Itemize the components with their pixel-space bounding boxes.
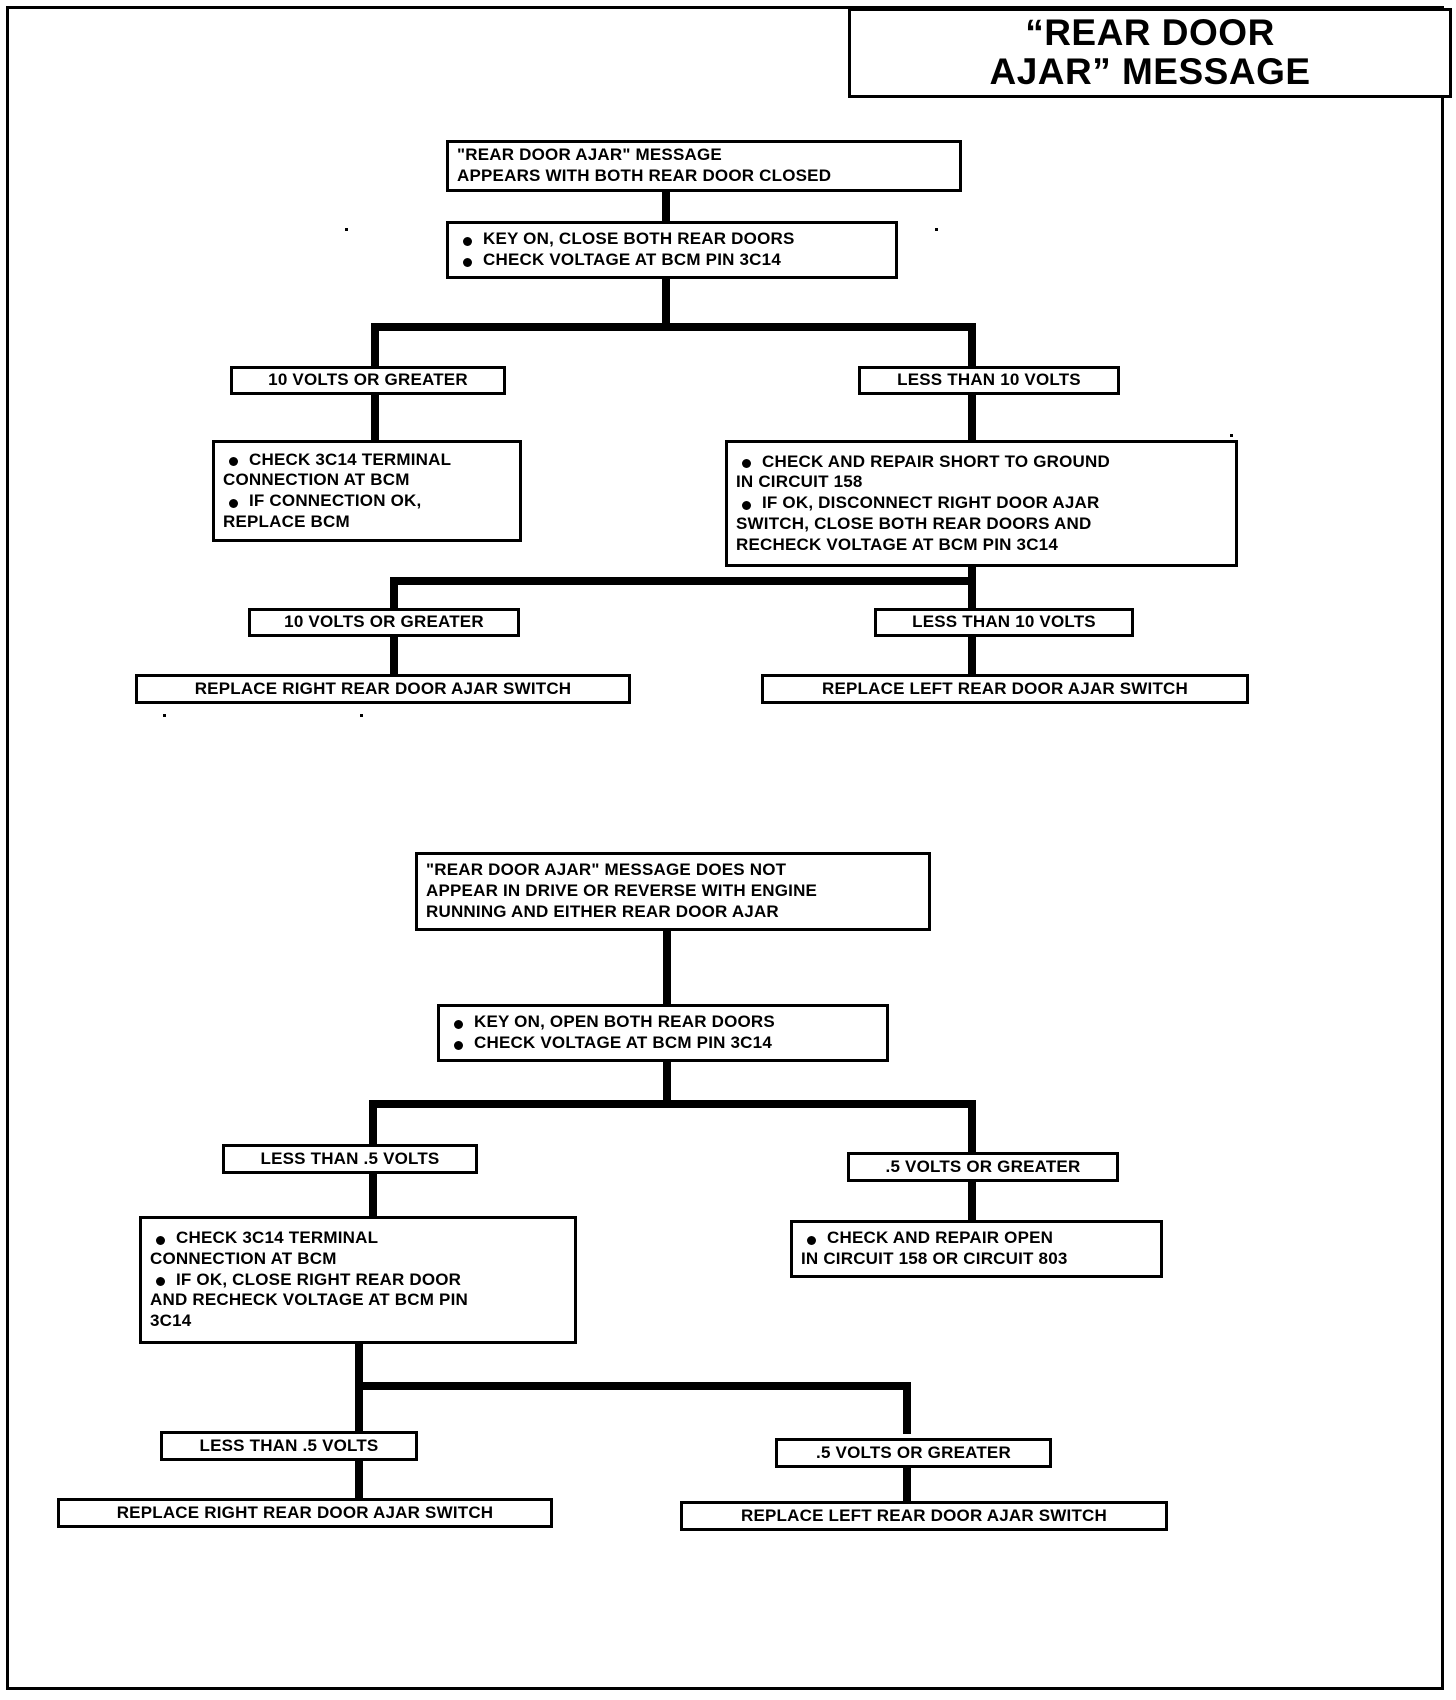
flow1-action-right-bullet2-cont1: SWITCH, CLOSE BOTH REAR DOORS AND	[736, 513, 1092, 533]
flow2-result-right-box: REPLACE LEFT REAR DOOR AJAR SWITCH	[680, 1501, 1168, 1531]
flow1-connector-split2-right-down	[968, 577, 976, 609]
flow2-action-left-bullet2-cont1: AND RECHECK VOLTAGE AT BCM PIN	[150, 1290, 468, 1310]
flow2-connector-result-left-down	[355, 1461, 363, 1499]
flow1-action-left-box: CHECK 3C14 TERMINAL CONNECTION AT BCM IF…	[212, 440, 522, 542]
flow1-connector-split-right-down	[968, 323, 976, 367]
flow1-connector-symptom-test	[662, 192, 670, 221]
flow1-action-right-bullet1: CHECK AND REPAIR SHORT TO GROUND	[736, 452, 1227, 473]
flow2-branch2-right-label: .5 VOLTS OR GREATER	[775, 1438, 1052, 1468]
flow1-connector-result-left-down	[390, 637, 398, 675]
flow1-connector-split2-left-down	[390, 577, 398, 609]
flow1-branch2-right-label: LESS THAN 10 VOLTS	[874, 608, 1134, 637]
flow1-branch2-left-text: 10 VOLTS OR GREATER	[284, 612, 484, 632]
scan-speck-3	[163, 714, 166, 717]
flow1-test-box: KEY ON, CLOSE BOTH REAR DOORS CHECK VOLT…	[446, 221, 898, 279]
flow2-result-left-box: REPLACE RIGHT REAR DOOR AJAR SWITCH	[57, 1498, 553, 1528]
flow1-branch2-left-label: 10 VOLTS OR GREATER	[248, 608, 520, 637]
flow2-action-right-bullet1-cont: IN CIRCUIT 158 OR CIRCUIT 803	[801, 1249, 1068, 1268]
flow2-connector-split-horizontal	[369, 1100, 976, 1108]
flow1-symptom-line1: "REAR DOOR AJAR" MESSAGE	[457, 145, 722, 165]
flow1-action-right-bullet2: IF OK, DISCONNECT RIGHT DOOR AJAR	[736, 493, 1227, 514]
flow1-connector-split2-horizontal	[390, 577, 976, 585]
flow1-symptom-box: "REAR DOOR AJAR" MESSAGE APPEARS WITH BO…	[446, 140, 962, 192]
scan-speck-2	[935, 228, 938, 231]
flow2-symptom-line3: RUNNING AND EITHER REAR DOOR AJAR	[426, 901, 779, 921]
flow1-branch-left-label: 10 VOLTS OR GREATER	[230, 366, 506, 395]
flow2-branch-right-text: .5 VOLTS OR GREATER	[885, 1156, 1081, 1176]
flow2-connector-symptom-test	[663, 931, 671, 1006]
flow1-action-right-box: CHECK AND REPAIR SHORT TO GROUND IN CIRC…	[725, 440, 1238, 567]
flow1-connector-split-left-down	[371, 323, 379, 367]
flow2-connector-result-right-down	[903, 1468, 911, 1502]
flow2-result-right-text: REPLACE LEFT REAR DOOR AJAR SWITCH	[740, 1505, 1107, 1525]
flow2-connector-split2-horizontal	[355, 1382, 911, 1390]
flow2-symptom-line1: "REAR DOOR AJAR" MESSAGE DOES NOT	[426, 860, 787, 880]
flow1-branch-right-label: LESS THAN 10 VOLTS	[858, 366, 1120, 395]
flow1-connector-split-horizontal	[371, 323, 976, 331]
flow2-connector-test-down	[663, 1062, 671, 1104]
flow2-connector-left-label-down	[369, 1174, 377, 1218]
flow2-action-right-bullet1: CHECK AND REPAIR OPEN	[801, 1228, 1152, 1249]
page-title: “REAR DOOR AJAR” MESSAGE	[848, 8, 1452, 98]
flow1-result-left-box: REPLACE RIGHT REAR DOOR AJAR SWITCH	[135, 674, 631, 704]
flow1-result-right-box: REPLACE LEFT REAR DOOR AJAR SWITCH	[761, 674, 1249, 704]
flow1-symptom-line2: APPEARS WITH BOTH REAR DOOR CLOSED	[457, 166, 832, 185]
flow1-action-left-bullet1: CHECK 3C14 TERMINAL	[223, 450, 511, 471]
scan-speck-1	[345, 228, 348, 231]
flow2-action-right-box: CHECK AND REPAIR OPEN IN CIRCUIT 158 OR …	[790, 1220, 1163, 1278]
flow1-branch-left-text: 10 VOLTS OR GREATER	[268, 370, 468, 390]
scan-speck-5	[1230, 434, 1233, 437]
flow2-branch2-right-text: .5 VOLTS OR GREATER	[816, 1442, 1011, 1462]
flow1-action-left-bullet2-cont: REPLACE BCM	[223, 511, 350, 531]
flow2-connector-split-left-down	[369, 1100, 377, 1145]
flow1-branch-right-text: LESS THAN 10 VOLTS	[897, 370, 1081, 390]
flow2-action-left-box: CHECK 3C14 TERMINAL CONNECTION AT BCM IF…	[139, 1216, 577, 1344]
flow1-action-left-bullet2: IF CONNECTION OK,	[223, 491, 511, 512]
flow2-action-left-bullet2: IF OK, CLOSE RIGHT REAR DOOR	[150, 1270, 566, 1291]
flow2-connector-split2-right-down	[903, 1382, 911, 1434]
flow1-result-right-text: REPLACE LEFT REAR DOOR AJAR SWITCH	[821, 678, 1188, 698]
scan-speck-4	[360, 714, 363, 717]
flow2-symptom-line2: APPEAR IN DRIVE OR REVERSE WITH ENGINE	[426, 881, 818, 901]
flow2-action-left-bullet1: CHECK 3C14 TERMINAL	[150, 1228, 566, 1249]
flow1-connector-test-down	[662, 279, 670, 323]
flow1-action-left-bullet1-cont: CONNECTION AT BCM	[223, 470, 410, 490]
flow2-action-left-bullet1-cont: CONNECTION AT BCM	[150, 1248, 337, 1268]
flow1-connector-right-label-down	[968, 395, 976, 441]
flow1-branch2-right-text: LESS THAN 10 VOLTS	[912, 612, 1096, 632]
flow2-result-left-text: REPLACE RIGHT REAR DOOR AJAR SWITCH	[116, 1502, 494, 1522]
flow1-connector-left-label-down	[371, 395, 379, 441]
flow1-test-bullet2: CHECK VOLTAGE AT BCM PIN 3C14	[457, 250, 887, 271]
flow1-connector-action-right-down	[968, 567, 976, 581]
flow1-connector-result-right-down	[968, 637, 976, 675]
flow1-action-right-bullet1-cont: IN CIRCUIT 158	[736, 472, 863, 492]
page-title-line1: “REAR DOOR	[1025, 12, 1275, 54]
flow2-action-left-bullet2-cont2: 3C14	[150, 1311, 192, 1331]
flow2-test-bullet1: KEY ON, OPEN BOTH REAR DOORS	[448, 1012, 878, 1033]
flow2-symptom-box: "REAR DOOR AJAR" MESSAGE DOES NOT APPEAR…	[415, 852, 931, 931]
flow2-branch2-left-label: LESS THAN .5 VOLTS	[160, 1431, 418, 1461]
flow1-result-left-text: REPLACE RIGHT REAR DOOR AJAR SWITCH	[194, 678, 572, 698]
page-border	[6, 6, 1444, 1690]
flow2-connector-right-label-down	[968, 1182, 976, 1222]
page-title-line2: AJAR” MESSAGE	[989, 51, 1311, 92]
flow2-connector-split2-left-down	[355, 1382, 363, 1432]
flow2-branch-right-label: .5 VOLTS OR GREATER	[847, 1152, 1119, 1182]
flow2-connector-action-left-down	[355, 1344, 363, 1386]
flow2-test-box: KEY ON, OPEN BOTH REAR DOORS CHECK VOLTA…	[437, 1004, 889, 1062]
flow1-test-bullet1: KEY ON, CLOSE BOTH REAR DOORS	[457, 229, 887, 250]
flow1-action-right-bullet2-cont2: RECHECK VOLTAGE AT BCM PIN 3C14	[736, 534, 1058, 554]
flow2-branch2-left-text: LESS THAN .5 VOLTS	[199, 1435, 379, 1455]
flow2-connector-split-right-down	[968, 1100, 976, 1153]
flow2-branch-left-label: LESS THAN .5 VOLTS	[222, 1144, 478, 1174]
flow2-branch-left-text: LESS THAN .5 VOLTS	[260, 1148, 440, 1168]
flow2-test-bullet2: CHECK VOLTAGE AT BCM PIN 3C14	[448, 1033, 878, 1054]
